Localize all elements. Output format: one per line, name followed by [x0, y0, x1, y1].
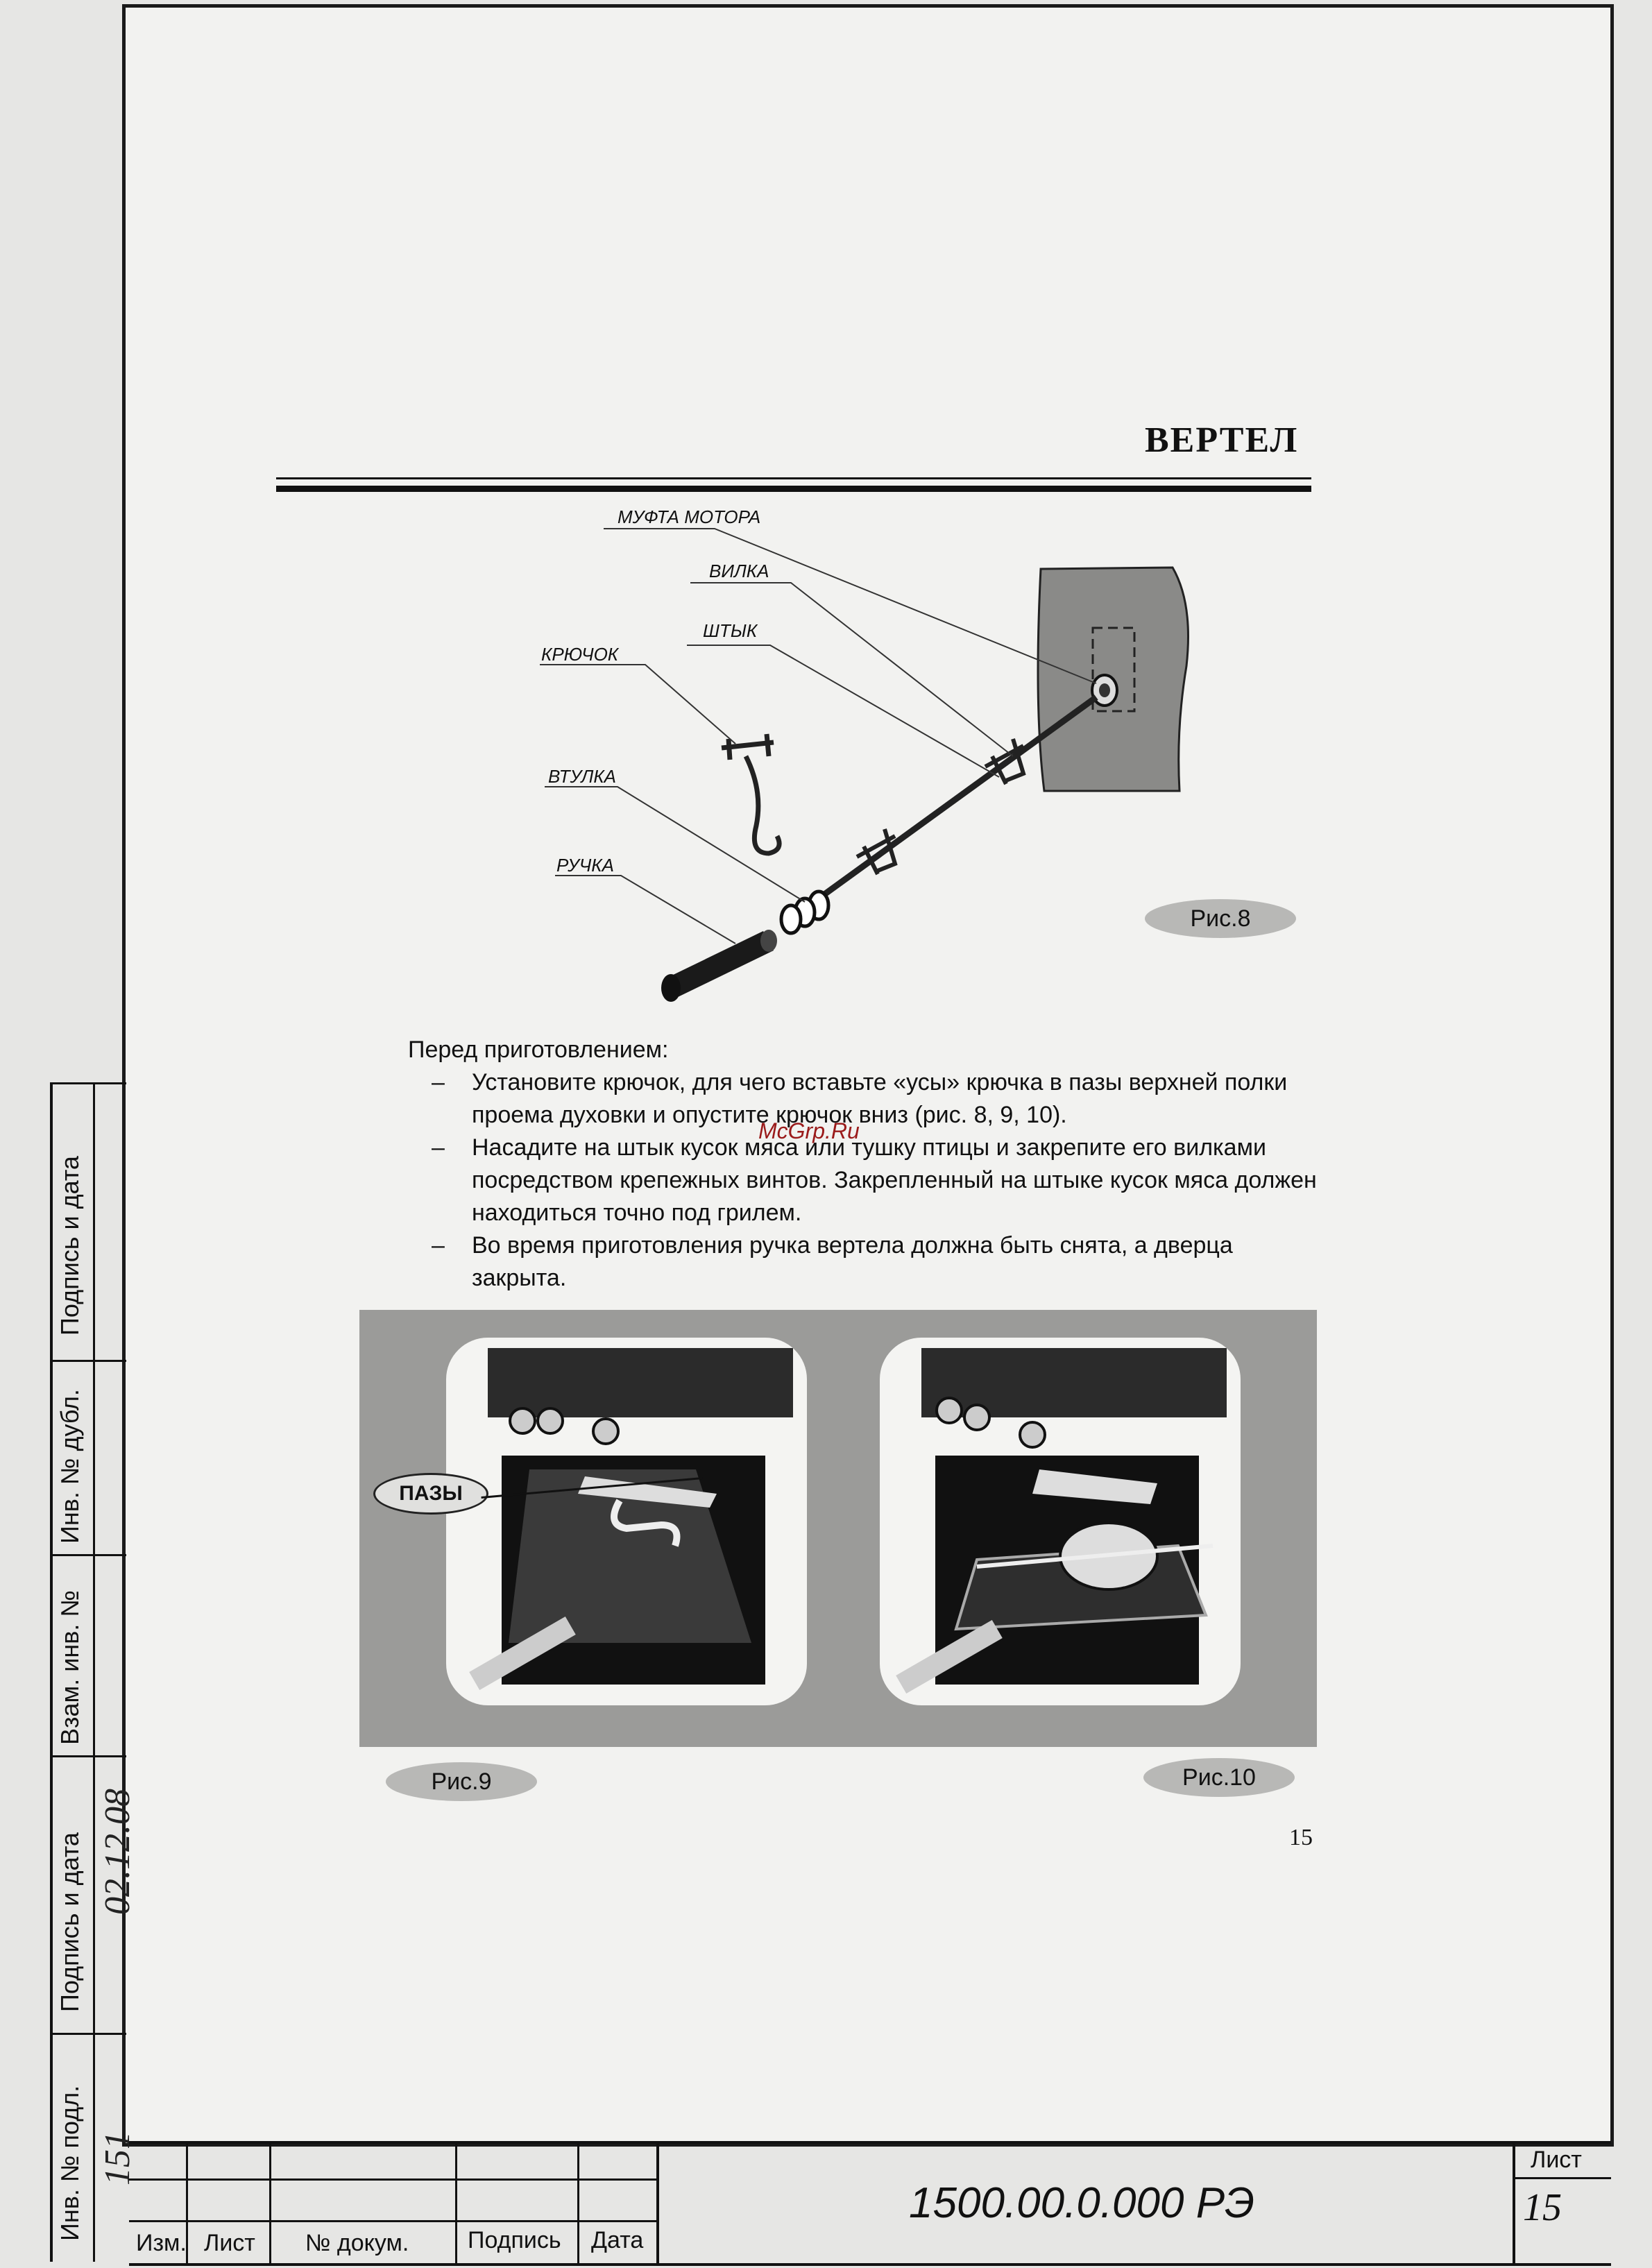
handwritten-inv-number: 151: [98, 2131, 137, 2185]
figure-9-label-slots: ПАЗЫ: [373, 1473, 488, 1515]
document-code: 1500.00.0.000 РЭ: [909, 2179, 1255, 2227]
figure-8-caption: Рис.8: [1145, 899, 1296, 938]
motor-coupling-center: [1099, 683, 1110, 697]
side-stamp-inv-dup: Инв. № дубл.: [56, 1389, 84, 1544]
leader-bushing: [545, 786, 806, 903]
leader-hook: [540, 664, 736, 744]
instruction-item: Насадите на штык кусок мяса или тушку пт…: [408, 1132, 1317, 1229]
section-heading: ВЕРТЕЛ: [1145, 420, 1299, 460]
title-block-col-line: [656, 2141, 659, 2265]
label-hook: КРЮЧОК: [541, 644, 620, 665]
figure-9-caption: Рис.9: [386, 1762, 537, 1801]
hook-shape: [721, 733, 782, 856]
side-stamp-sign-date-1: Подпись и дата: [56, 1156, 84, 1336]
column-date: Дата: [591, 2227, 644, 2253]
instructions-intro: Перед приготовлением:: [408, 1037, 669, 1063]
heading-rule-thick: [276, 486, 1311, 492]
label-handle: РУЧКА: [556, 855, 614, 876]
motor-housing-outline: [1091, 626, 1136, 713]
side-stamp-row-line: [50, 2033, 126, 2035]
figure-10-illustration: [896, 1348, 1227, 1694]
title-block-row-line: [129, 2220, 656, 2222]
figures-9-10-band: ПАЗЫ: [359, 1310, 1317, 1747]
title-block-col-line: [186, 2141, 188, 2265]
side-stamp-border: [50, 1082, 53, 2262]
side-stamp-row-line: [50, 1082, 126, 1084]
figure-9-oven-photo: [446, 1338, 807, 1705]
label-fork: ВИЛКА: [709, 561, 769, 581]
side-stamp-row-line: [50, 1360, 126, 1362]
title-block-col-line: [455, 2141, 457, 2265]
label-bushing: ВТУЛКА: [548, 766, 616, 787]
handle-shape: [661, 930, 777, 1002]
leader-handle: [555, 875, 736, 944]
instructions-list: Установите крючок, для чего вставьте «ус…: [408, 1066, 1317, 1295]
column-sheet: Лист: [204, 2230, 255, 2256]
title-block-col-line: [269, 2141, 271, 2265]
column-change: Изм.: [136, 2230, 187, 2256]
page-number: 15: [1289, 1825, 1313, 1850]
side-stamp-row-line: [50, 1554, 126, 1556]
leader-fork: [690, 582, 1014, 757]
label-motor-coupling: МУФТА МОТОРА: [618, 506, 760, 527]
figure-9-illustration: [469, 1348, 793, 1690]
column-doc-number: № докум.: [305, 2230, 409, 2256]
instruction-item: Во время приготовления ручка вертела дол…: [408, 1229, 1317, 1295]
side-stamp-replace-inv: Взам. инв. №: [56, 1589, 84, 1745]
title-block-top-line: [129, 2141, 1611, 2144]
column-signature: Подпись: [468, 2227, 561, 2253]
leader-rod: [687, 645, 1000, 778]
title-block-row-line: [129, 2179, 656, 2181]
fork-right-shape: [984, 738, 1026, 785]
bushing-shape: [779, 889, 831, 935]
side-stamp-row-line: [50, 1755, 126, 1757]
heading-rule-thin: [276, 477, 1311, 479]
fork-left-shape: [855, 828, 898, 876]
label-rod: ШТЫК: [703, 620, 758, 641]
title-block-col-line: [1513, 2141, 1515, 2265]
rod-shape: [817, 694, 1098, 901]
instruction-item: Установите крючок, для чего вставьте «ус…: [408, 1066, 1317, 1132]
side-stamp-sign-date-2: Подпись и дата: [56, 1832, 84, 2012]
figure-10-oven-photo: [880, 1338, 1241, 1705]
instructions-block: Перед приготовлением: Установите крючок,…: [408, 1034, 1317, 1295]
title-block-col-line: [577, 2141, 579, 2265]
handwritten-date: 02.12.08: [98, 1789, 137, 1915]
title-block-row-line: [1513, 2177, 1611, 2179]
sheet-label: Лист: [1531, 2147, 1582, 2173]
watermark: McGrp.Ru: [758, 1118, 860, 1143]
leader-motor-coupling: [604, 528, 1097, 684]
figure-10-caption: Рис.10: [1143, 1758, 1295, 1797]
figure-8-rotisserie-diagram: МУФТА МОТОРА ВИЛКА ШТЫК КРЮЧОК ВТУЛКА РУ…: [540, 506, 1189, 1002]
title-block-bottom-line: [129, 2263, 1611, 2266]
side-stamp-divider: [93, 1082, 95, 2262]
sheet-number: 15: [1523, 2186, 1562, 2229]
side-stamp-inv-orig: Инв. № подл.: [56, 2085, 84, 2241]
